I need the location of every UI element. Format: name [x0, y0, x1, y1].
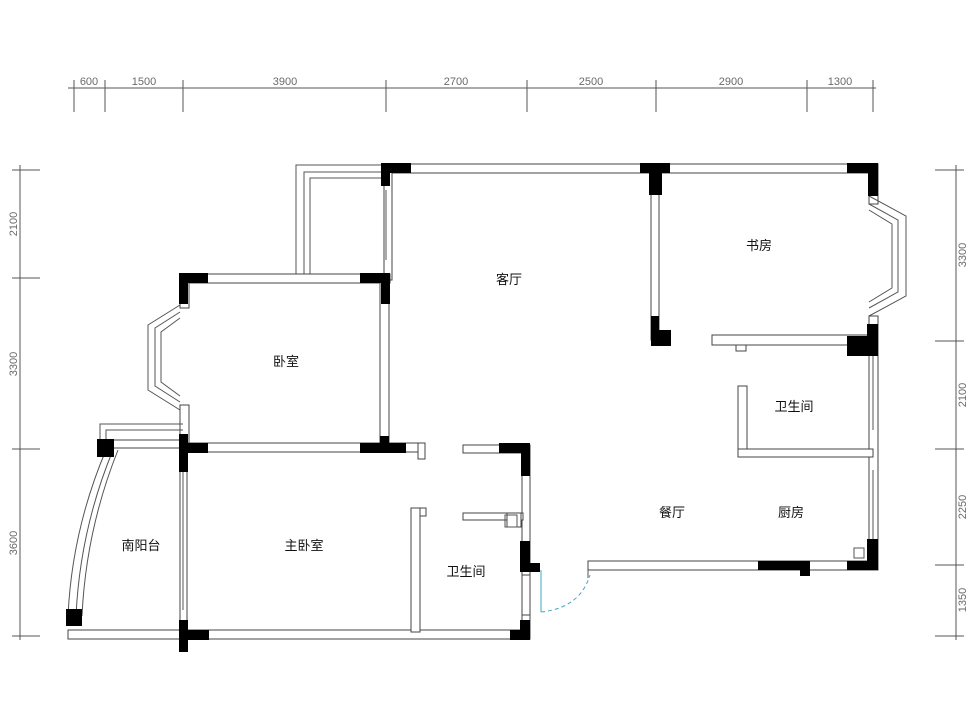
- pillar: [499, 443, 530, 476]
- pillar: [758, 561, 810, 570]
- pillars: [66, 163, 878, 652]
- pillar: [360, 443, 406, 453]
- dimension-left: 2100 3300 3600: [8, 165, 40, 640]
- room-master-bedroom: 主卧室: [284, 538, 323, 554]
- dim-top-5: 2500: [579, 76, 603, 88]
- room-bedroom: 卧室: [273, 354, 299, 370]
- dim-left-1: 2100: [8, 212, 20, 236]
- dim-top-3: 3900: [273, 76, 297, 88]
- dim-top-7: 1300: [828, 76, 852, 88]
- pillar: [179, 620, 209, 652]
- dim-top-4: 2700: [444, 76, 468, 88]
- pillar: [847, 539, 878, 570]
- room-dining-room: 餐厅: [659, 505, 685, 521]
- pillar: [847, 324, 878, 356]
- pillar: [381, 163, 411, 186]
- pillar: [66, 609, 82, 626]
- pillar: [510, 620, 530, 640]
- pillar: [520, 541, 540, 572]
- dim-right-4: 1350: [957, 588, 969, 612]
- dim-right-1: 3300: [957, 243, 969, 267]
- dim-right-2: 2100: [957, 383, 969, 407]
- pillar: [360, 273, 390, 304]
- pillar: [380, 436, 389, 446]
- dimension-right: 3300 2100 2250 1350: [935, 165, 969, 640]
- dimension-top: 600 1500 3900 2700 2500 2900 1300: [68, 76, 876, 112]
- pillar: [179, 273, 208, 304]
- room-living-room: 客厅: [496, 272, 522, 288]
- pillar: [179, 434, 208, 472]
- room-bathroom-upper: 卫生间: [774, 400, 813, 415]
- pillar: [97, 439, 114, 457]
- pillar: [847, 163, 878, 196]
- room-labels: 客厅 书房 卧室 卫生间 餐厅 厨房 南阳台 主卧室 卫生间: [121, 238, 813, 580]
- dim-top-1: 600: [80, 76, 98, 88]
- dim-right-3: 2250: [957, 495, 969, 519]
- dim-left-2: 3300: [8, 352, 20, 376]
- pillar: [640, 163, 670, 195]
- pillar: [800, 568, 810, 576]
- dim-top-6: 2900: [719, 76, 743, 88]
- room-study: 书房: [746, 238, 772, 254]
- room-kitchen: 厨房: [778, 505, 804, 521]
- room-bathroom-lower: 卫生间: [446, 565, 485, 580]
- room-south-balcony: 南阳台: [121, 538, 160, 554]
- dim-top-2: 1500: [132, 76, 156, 88]
- pillar: [651, 316, 671, 346]
- dim-left-3: 3600: [8, 531, 20, 555]
